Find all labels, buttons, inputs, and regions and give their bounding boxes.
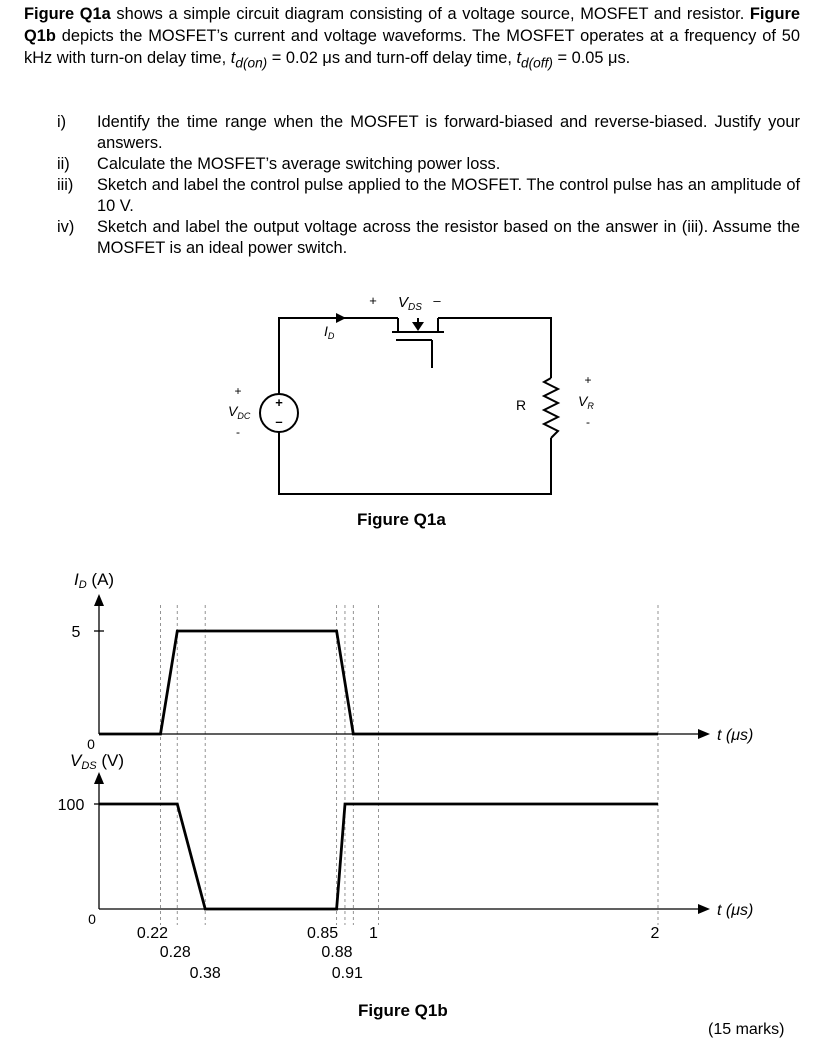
vds-label: VDS xyxy=(398,294,422,313)
toff-subscript: d(off) xyxy=(521,55,553,71)
current-arrow-head xyxy=(336,313,346,323)
vds-minus-label: – xyxy=(433,293,441,308)
question-text: Sketch and label the output voltage acro… xyxy=(97,218,800,257)
question-text: Sketch and label the control pulse appli… xyxy=(97,176,800,215)
vds-y-axis-arrow-icon xyxy=(94,772,104,784)
id-axis-label: ID (A) xyxy=(74,570,114,591)
question-item-iii: iii) Sketch and label the control pulse … xyxy=(24,175,800,217)
circuit-diagram: + – + VDS – ID + VDC - R + VR - xyxy=(228,293,594,495)
question-list: i) Identify the time range when the MOSF… xyxy=(24,112,800,259)
time-tick-label: 0.85 xyxy=(307,925,338,942)
figure-q1a-caption: Figure Q1a xyxy=(357,510,446,529)
id-x-axis-arrow-icon xyxy=(698,729,710,739)
toff-value: = 0.05 μs. xyxy=(552,49,631,67)
question-number: ii) xyxy=(57,155,70,173)
source-minus-sign: – xyxy=(275,414,282,429)
ton-symbol: t xyxy=(230,49,236,67)
wire-top-right xyxy=(438,317,552,378)
time-tick-label: 0.38 xyxy=(190,965,221,982)
waveform-chart: ID (A) VDS (V) 5 0 100 0 t (μs) t (μs) 0… xyxy=(58,570,754,982)
marks-label: (15 marks) xyxy=(708,1021,785,1038)
vds-ytick-label-0: 0 xyxy=(88,911,96,927)
toff-symbol: t xyxy=(516,49,522,67)
id-ytick-label-5: 5 xyxy=(72,624,81,641)
id-waveform-line xyxy=(99,629,658,736)
vds-ytick-label-100: 100 xyxy=(58,797,85,814)
vdc-label: VDC xyxy=(228,403,251,421)
time-tick-label: 0.28 xyxy=(160,944,191,961)
figure-q1b-caption: Figure Q1b xyxy=(358,1001,448,1020)
vds-plus-label: + xyxy=(369,293,377,308)
vdc-plus-label: + xyxy=(234,384,241,398)
question-number: i) xyxy=(57,113,67,131)
mosfet-body-arrow-icon xyxy=(412,322,424,331)
id-y-axis-arrow-icon xyxy=(94,594,104,606)
source-plus-sign: + xyxy=(275,395,283,410)
ton-subscript: d(on) xyxy=(235,55,268,71)
vr-minus-label: - xyxy=(586,415,590,429)
question-intro: Figure Q1a shows a simple circuit diagra… xyxy=(24,3,800,74)
vdc-minus-label: - xyxy=(236,425,240,439)
question-number: iv) xyxy=(57,218,75,236)
fig-a-ref: Figure Q1a xyxy=(24,5,111,23)
id-ytick-label-0: 0 xyxy=(87,736,95,752)
vds-x-axis-arrow-icon xyxy=(698,904,710,914)
resistor-label: R xyxy=(516,397,526,413)
id-time-axis-label: t (μs) xyxy=(717,727,753,744)
question-item-i: i) Identify the time range when the MOSF… xyxy=(24,112,800,154)
id-label: ID xyxy=(324,323,335,341)
vds-axis-label: VDS (V) xyxy=(70,751,124,772)
question-number: iii) xyxy=(57,176,74,194)
ton-value: = 0.02 μs and turn-off delay time, xyxy=(267,49,517,67)
time-gridlines xyxy=(160,605,659,925)
vr-label: VR xyxy=(578,393,594,411)
intro-text-1: shows a simple circuit diagram consistin… xyxy=(110,5,750,23)
question-text: Calculate the MOSFET’s average switching… xyxy=(97,155,501,173)
wire-left-top xyxy=(278,317,398,394)
time-tick-label: 0.22 xyxy=(137,925,168,942)
time-tick-label: 0.88 xyxy=(321,944,352,961)
time-tick-labels: 0.22 0.28 0.38 0.85 0.88 0.91 1 2 xyxy=(137,925,660,982)
vr-plus-label: + xyxy=(584,373,591,387)
intro-text-2: depicts the MOSFET’s current and voltage… xyxy=(24,27,800,67)
voltage-source-symbol xyxy=(259,393,299,433)
fig-b-ref: Figure Q1b xyxy=(24,5,800,45)
wire-right-bottom xyxy=(278,432,552,495)
question-text: Identify the time range when the MOSFET … xyxy=(97,113,800,152)
time-tick-label: 1 xyxy=(369,925,378,942)
resistor-zigzag xyxy=(541,377,561,439)
question-item-ii: ii) Calculate the MOSFET’s average switc… xyxy=(24,154,800,175)
time-tick-label: 0.91 xyxy=(332,965,363,982)
question-item-iv: iv) Sketch and label the output voltage … xyxy=(24,217,800,259)
time-tick-label: 2 xyxy=(651,925,660,942)
vds-time-axis-label: t (μs) xyxy=(717,902,753,919)
vds-waveform-line xyxy=(99,802,658,911)
